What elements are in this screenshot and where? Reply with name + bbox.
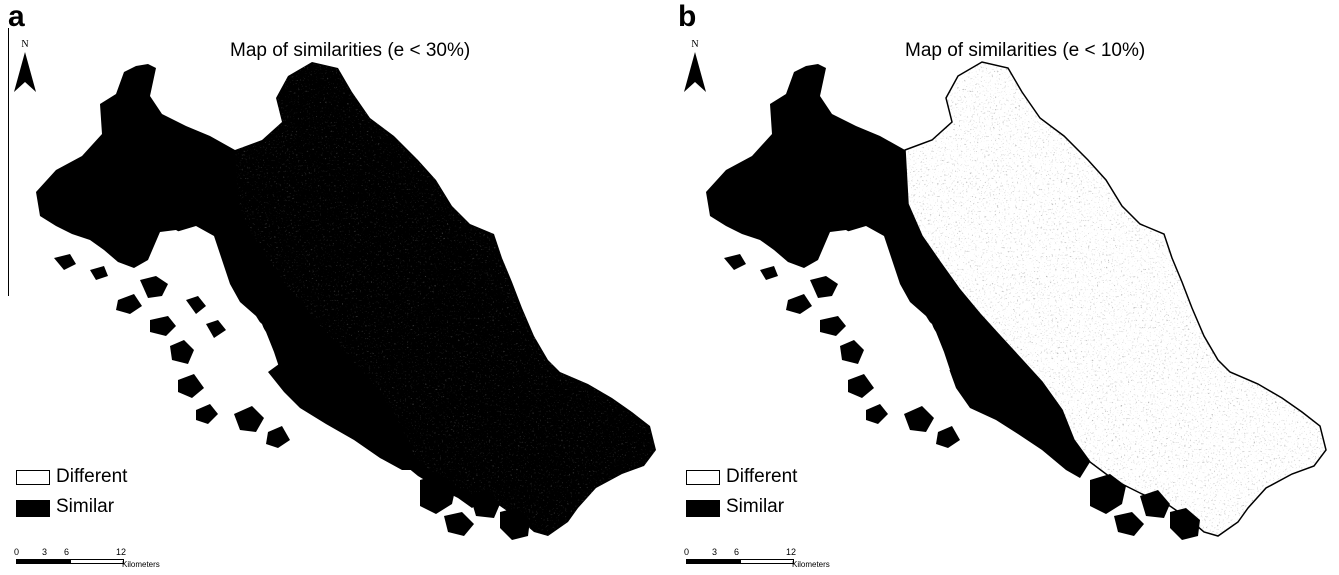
scale-tick-label: 0: [14, 547, 20, 557]
legend-swatch-black: [16, 500, 50, 517]
map-title: Map of similarities (e < 10%): [905, 40, 1146, 61]
panel-letter: b: [678, 0, 697, 33]
north-label: N: [21, 39, 29, 50]
legend-swatch-black: [686, 500, 720, 517]
similarity-map: [706, 61, 1327, 540]
scale-segment: [686, 559, 740, 564]
north-arrow-icon: N: [12, 40, 38, 96]
scale-tick-label: 3: [712, 547, 718, 557]
scale-unit: Kilometers: [122, 560, 160, 569]
scale-bar: 0 3 6 12 Kilometers: [684, 547, 859, 571]
scale-tick-label: 12: [786, 547, 797, 557]
scale-unit: Kilometers: [792, 560, 830, 569]
scale-segment: [70, 559, 124, 564]
scale-tick-label: 6: [64, 547, 70, 557]
legend-label: Similar: [726, 496, 785, 517]
panel-letter: a: [8, 0, 25, 33]
scale-tick-label: 12: [116, 547, 127, 557]
panel-b: b Map of similarities (e < 10%) N: [670, 0, 1339, 575]
legend-swatch-white: [686, 470, 720, 485]
legend-label: Similar: [56, 496, 115, 517]
panel-a: a Map of similarities (e < 30%) N: [8, 0, 656, 571]
scale-tick-label: 0: [684, 547, 690, 557]
north-label: N: [691, 39, 699, 50]
legend-label: Different: [56, 466, 128, 487]
scale-segment: [16, 559, 70, 564]
north-arrow-icon: N: [682, 40, 708, 96]
legend-swatch-white: [16, 470, 50, 485]
scale-bar: 0 3 6 12 Kilometers: [14, 547, 189, 571]
scale-tick-label: 3: [42, 547, 48, 557]
scale-segment: [740, 559, 794, 564]
legend-label: Different: [726, 466, 798, 487]
similarity-map: [36, 62, 656, 540]
map-title: Map of similarities (e < 30%): [230, 40, 471, 61]
scale-tick-label: 6: [734, 547, 740, 557]
frame-line: [8, 28, 9, 296]
